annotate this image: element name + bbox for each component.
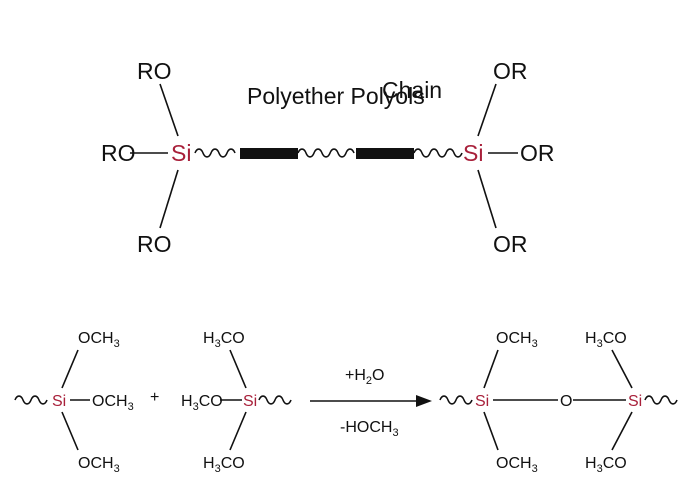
polymer-structure: Polyether Polyols Chain RO RO RO Si Si O… <box>101 58 555 257</box>
reagent-2-silicon: Si <box>243 393 257 410</box>
reaction-arrow-group: +H2O -HOCH3 <box>310 367 432 439</box>
reaction-scheme: Si OCH3 OCH3 OCH3 + H3CO H3CO H3CO Si +H… <box>14 330 678 475</box>
product-bridge-oxygen: O <box>560 393 572 410</box>
reagent-1-top-bond <box>61 349 79 389</box>
reagent-2-bottom-bond <box>229 411 247 451</box>
product: Si OCH3 OCH3 O Si H3CO H3CO <box>439 330 678 475</box>
right-top-bond <box>477 83 497 137</box>
reagent-1-bottom-bond <box>61 411 79 451</box>
chain-block-2 <box>356 148 414 159</box>
product-right-top-group: H3CO <box>585 330 627 350</box>
reagent-2-top-bond <box>229 349 247 389</box>
reagent-1-bottom-group: OCH3 <box>78 455 120 475</box>
chain-label: Polyether Polyols <box>247 83 425 109</box>
chain-wave-1 <box>194 148 236 158</box>
product-left-bottom-bond <box>483 411 499 451</box>
right-side-group: OR <box>520 140 555 166</box>
product-right-wave <box>644 395 678 405</box>
product-right-top-bond <box>611 349 633 389</box>
product-right-bottom-bond <box>611 411 633 451</box>
reagent-1-top-group: OCH3 <box>78 330 120 350</box>
product-right-bottom-group: H3CO <box>585 455 627 475</box>
left-bottom-group: RO <box>137 231 172 257</box>
right-top-group: OR <box>493 58 528 84</box>
reaction-arrowhead <box>416 395 432 407</box>
right-silicon-atom: Si <box>463 140 483 166</box>
reagent-1-right-group: OCH3 <box>92 393 134 413</box>
product-left-wave <box>439 395 473 405</box>
product-left-top-bond <box>483 349 499 389</box>
product-left-top-group: OCH3 <box>496 330 538 350</box>
right-bottom-bond <box>477 169 497 229</box>
chain-wave-3 <box>413 148 463 158</box>
reagent-2-top-group: H3CO <box>203 330 245 350</box>
reagent-2-bottom-group: H3CO <box>203 455 245 475</box>
chain-wave-2 <box>297 148 355 158</box>
reagent-2-left-group: H3CO <box>181 393 223 413</box>
right-bottom-group: OR <box>493 231 528 257</box>
reagent-1: Si OCH3 OCH3 OCH3 <box>14 330 134 475</box>
chain-label-2: Chain <box>382 77 442 103</box>
reagent-2-wave <box>258 395 292 405</box>
reagent-2: H3CO H3CO H3CO Si <box>181 330 292 475</box>
left-top-group: RO <box>137 58 172 84</box>
reagent-1-silicon: Si <box>52 393 66 410</box>
reagent-1-wave <box>14 395 48 405</box>
chain-block-1 <box>240 148 298 159</box>
left-silicon-atom: Si <box>171 140 191 166</box>
arrow-below-label: -HOCH3 <box>340 419 399 439</box>
product-right-silicon: Si <box>628 393 642 410</box>
left-bottom-bond <box>159 169 179 229</box>
plus-sign: + <box>150 389 159 406</box>
left-top-bond <box>159 83 179 137</box>
product-left-silicon: Si <box>475 393 489 410</box>
left-side-group: RO <box>101 140 136 166</box>
arrow-above-label: +H2O <box>345 367 384 387</box>
product-left-bottom-group: OCH3 <box>496 455 538 475</box>
